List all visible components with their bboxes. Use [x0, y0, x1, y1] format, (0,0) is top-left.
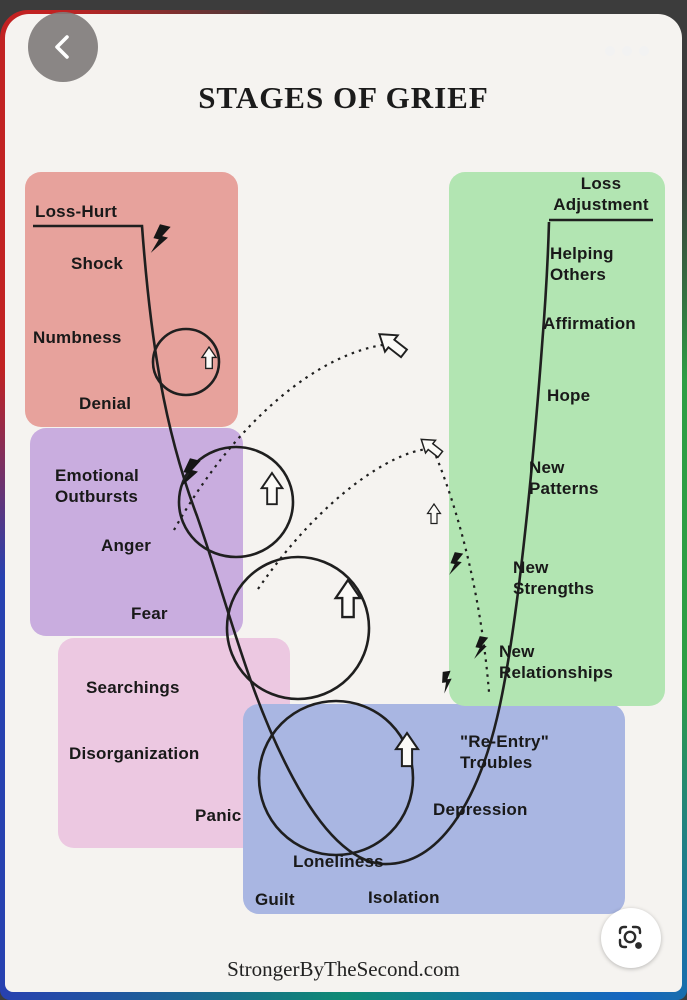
dot-icon	[622, 46, 632, 56]
label-emotional-outbursts: Emotional Outbursts	[55, 466, 139, 506]
label-numbness: Numbness	[33, 328, 122, 347]
dot-icon	[605, 46, 615, 56]
diagram-card: STAGES OF GRIEF	[5, 14, 682, 992]
label-guilt: Guilt	[255, 890, 295, 909]
page-title: STAGES OF GRIEF	[198, 80, 489, 115]
label-loss-hurt: Loss-Hurt	[35, 202, 118, 221]
chevron-left-icon	[55, 35, 69, 59]
label-depression: Depression	[433, 800, 528, 819]
label-loneliness: Loneliness	[293, 852, 384, 871]
overflow-menu-button[interactable]	[599, 40, 655, 62]
image-search-button[interactable]	[601, 908, 661, 968]
label-denial: Denial	[79, 394, 132, 413]
gradient-border-frame: STAGES OF GRIEF	[0, 10, 687, 1000]
dot-icon	[639, 46, 649, 56]
label-anger: Anger	[101, 536, 152, 555]
label-affirmation: Affirmation	[543, 314, 636, 333]
back-button[interactable]	[28, 12, 98, 82]
label-panic: Panic	[195, 806, 242, 825]
lens-icon	[618, 925, 642, 949]
label-searchings: Searchings	[86, 678, 180, 697]
label-isolation: Isolation	[368, 888, 440, 907]
label-helping-others: Helping Others	[550, 244, 614, 284]
label-new-patterns: New Patterns	[529, 458, 599, 498]
label-hope: Hope	[547, 386, 591, 405]
label-reentry-troubles: "Re-Entry" Troubles	[460, 732, 549, 772]
label-new-relationships: New Relationships	[499, 642, 614, 682]
footer-site-text: StrongerByTheSecond.com	[227, 957, 460, 981]
label-new-strengths: New Strengths	[513, 558, 595, 598]
label-disorganization: Disorganization	[69, 744, 200, 763]
label-loss-adjustment: Loss Adjustment	[553, 174, 649, 214]
label-shock: Shock	[71, 254, 124, 273]
label-fear: Fear	[131, 604, 168, 623]
